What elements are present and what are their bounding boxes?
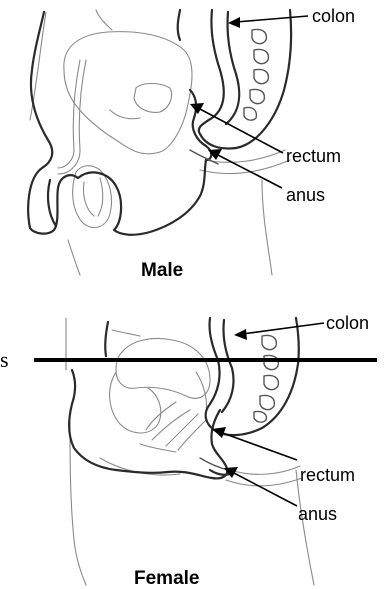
female-colon-callout: colon — [234, 313, 369, 340]
male-rectum-callout: rectum — [190, 103, 341, 166]
male-colon-label: colon — [312, 6, 355, 26]
male-anatomy-drawing — [28, 10, 291, 275]
male-colon-pointer-line — [236, 16, 308, 22]
female-anus-label: anus — [298, 504, 337, 524]
female-colon-label: colon — [326, 313, 369, 333]
cut-line-glyph: s — [0, 347, 9, 372]
male-rectum-arrowhead — [190, 103, 204, 114]
female-colon-pointer-line — [242, 323, 324, 334]
male-anus-pointer-line — [216, 154, 282, 188]
female-rectum-pointer-line — [220, 432, 297, 460]
male-rectum-label: rectum — [286, 146, 341, 166]
female-title: Female — [134, 568, 199, 589]
male-colon-arrowhead — [228, 17, 240, 28]
female-panel: s colon rectum anus Female — [0, 313, 377, 589]
female-colon-arrowhead — [234, 329, 247, 340]
male-title: Male — [141, 260, 183, 281]
male-panel: colon rectum anus Male — [28, 6, 355, 281]
female-anus-pointer-line — [232, 472, 297, 506]
male-anus-label: anus — [286, 185, 325, 205]
female-rectum-label: rectum — [300, 465, 355, 485]
female-rectum-arrowhead — [212, 427, 226, 438]
